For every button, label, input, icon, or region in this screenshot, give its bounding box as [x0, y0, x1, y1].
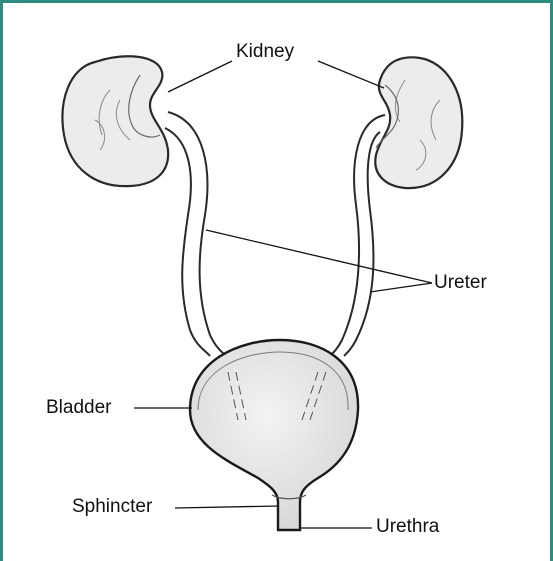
sphincter-label: Sphincter [72, 497, 152, 516]
left-ureter [165, 112, 226, 356]
left-kidney [62, 56, 168, 186]
bladder-label: Bladder [46, 398, 112, 417]
urethra-label: Urethra [376, 517, 439, 536]
bladder [190, 340, 358, 530]
ureter-label: Ureter [434, 273, 487, 292]
kidney-label: Kidney [236, 42, 294, 61]
right-kidney [375, 57, 462, 188]
